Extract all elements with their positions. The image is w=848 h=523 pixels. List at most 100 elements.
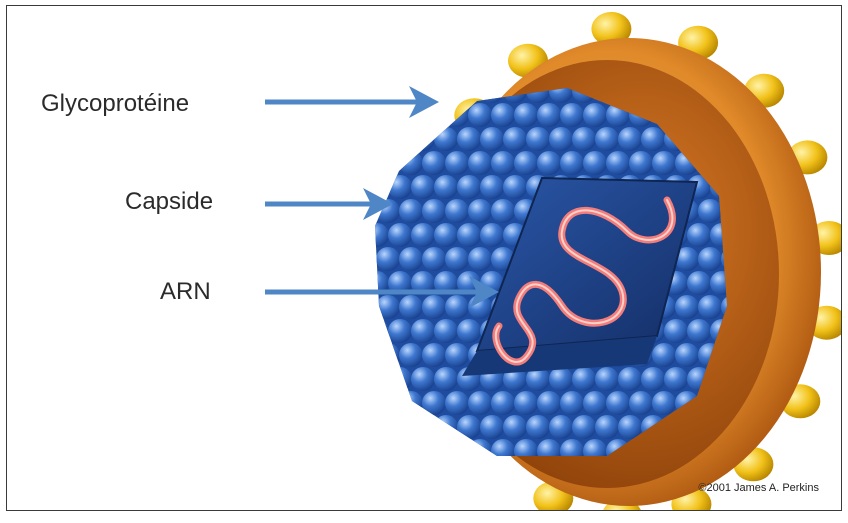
capsomere <box>698 199 722 223</box>
capsomere <box>595 127 619 151</box>
capsomere <box>572 127 596 151</box>
capsomere <box>376 151 400 175</box>
capsomere <box>675 343 699 367</box>
capsomere <box>388 319 412 343</box>
capsomere <box>526 415 550 439</box>
capsomere <box>399 343 423 367</box>
capsomere <box>675 295 699 319</box>
capsomere <box>629 391 653 415</box>
capsomere <box>549 415 573 439</box>
capsomere <box>399 391 423 415</box>
capsomere <box>457 127 481 151</box>
capsomere <box>595 415 619 439</box>
capsomere <box>434 127 458 151</box>
capsomere <box>422 199 446 223</box>
capsomere <box>399 295 423 319</box>
capsomere <box>411 415 435 439</box>
capsomere <box>445 247 469 271</box>
capsomere <box>457 175 481 199</box>
capsomere <box>480 79 504 103</box>
capsomere <box>411 127 435 151</box>
capsomere <box>491 439 515 463</box>
capsomere <box>468 151 492 175</box>
capsomere <box>422 343 446 367</box>
arrow-glycoproteine <box>265 86 439 118</box>
capsomere <box>434 175 458 199</box>
capsomere <box>537 103 561 127</box>
capsomere <box>618 367 642 391</box>
capsomere <box>537 391 561 415</box>
capsomere <box>652 151 676 175</box>
capsomere <box>491 199 515 223</box>
capsomere <box>687 319 711 343</box>
capsomere <box>445 199 469 223</box>
capsomere <box>664 367 688 391</box>
capsomere <box>445 343 469 367</box>
capsomere <box>480 127 504 151</box>
capsomere <box>388 175 412 199</box>
capsomere <box>399 439 423 463</box>
diagram-frame: Glycoprotéine Capside ARN ©2001 James A.… <box>6 5 842 511</box>
capsomere <box>376 343 400 367</box>
capsomere <box>491 151 515 175</box>
capsomere <box>376 439 400 463</box>
capsomere <box>422 439 446 463</box>
capsomere <box>560 391 584 415</box>
capsomere <box>514 103 538 127</box>
capsomere <box>526 127 550 151</box>
capsomere <box>411 175 435 199</box>
label-arn: ARN <box>160 280 211 304</box>
capsomere <box>411 223 435 247</box>
capsomere <box>468 199 492 223</box>
capsomere <box>365 127 389 151</box>
capsomere <box>457 319 481 343</box>
capsomere <box>606 391 630 415</box>
capsomere <box>549 127 573 151</box>
capsomere <box>583 103 607 127</box>
capsomere <box>491 391 515 415</box>
capsomere <box>411 319 435 343</box>
capsomere <box>365 367 389 391</box>
capsomere <box>399 199 423 223</box>
capsomere <box>399 247 423 271</box>
capsomere <box>687 271 711 295</box>
copyright-credit: ©2001 James A. Perkins <box>698 482 819 494</box>
capsomere <box>422 151 446 175</box>
capsomere <box>468 247 492 271</box>
capsomere <box>468 103 492 127</box>
capsomere <box>376 247 400 271</box>
capsomere <box>388 415 412 439</box>
capsomere <box>480 415 504 439</box>
capsomere <box>434 319 458 343</box>
arrow-capside <box>265 188 393 220</box>
capsomere <box>399 151 423 175</box>
capsomere <box>503 415 527 439</box>
capsomere <box>664 319 688 343</box>
capsomere <box>503 127 527 151</box>
capsomere <box>560 103 584 127</box>
label-capside: Capside <box>125 190 213 214</box>
capsomere <box>480 223 504 247</box>
capsomere <box>641 127 665 151</box>
capsomere <box>445 295 469 319</box>
capsomere <box>445 391 469 415</box>
capsomere <box>514 391 538 415</box>
capsomere <box>468 391 492 415</box>
virus-illustration <box>7 6 842 511</box>
capsomere <box>514 151 538 175</box>
capsomere <box>491 103 515 127</box>
capsomere <box>388 79 412 103</box>
capsomere <box>572 367 596 391</box>
capsomere <box>572 415 596 439</box>
capsomere <box>376 391 400 415</box>
label-glycoproteine: Glycoprotéine <box>41 92 189 116</box>
capsomere <box>376 103 400 127</box>
capsomere <box>606 151 630 175</box>
capsomere <box>698 295 722 319</box>
capsomere <box>365 223 389 247</box>
capsomere <box>422 247 446 271</box>
capsomere <box>537 151 561 175</box>
capsomere <box>434 79 458 103</box>
capsomere <box>629 151 653 175</box>
capsomere <box>583 151 607 175</box>
